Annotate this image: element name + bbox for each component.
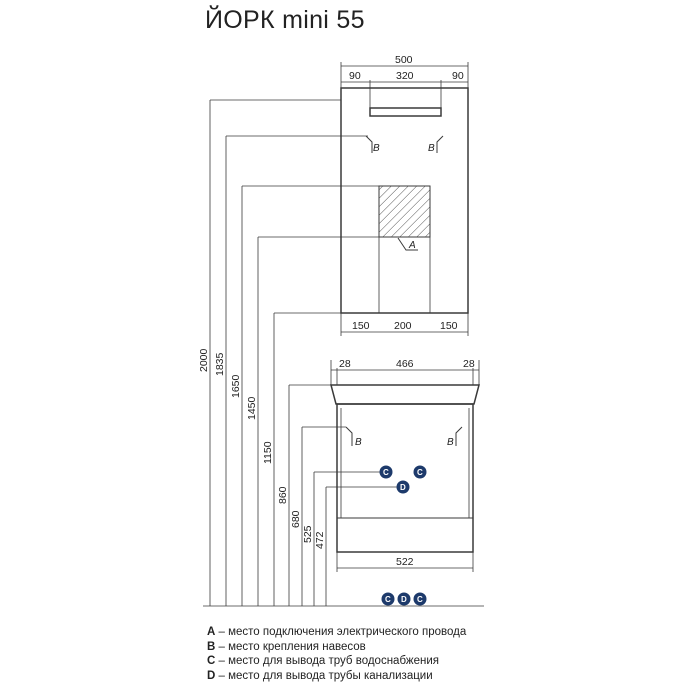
vanity-bottom-dimension (336, 552, 474, 572)
leader-a (397, 237, 418, 251)
legend-key: C (207, 655, 216, 667)
legend-key: D (207, 669, 216, 682)
height-2000: 2000 (198, 348, 210, 372)
width-total: 500 (395, 54, 413, 66)
mirror-width-mid: 200 (394, 320, 412, 332)
legend-text: – место для вывода трубы канализации (215, 669, 433, 682)
legend-key: B (207, 640, 216, 653)
marker-c-right: C (417, 468, 423, 477)
width-left: 90 (349, 70, 361, 82)
hook-b-vanity-right (455, 426, 463, 446)
vanity-width-bottom: 522 (396, 556, 414, 568)
floor-marker-c-left: C (385, 595, 391, 604)
floor-marker-d: D (401, 595, 407, 604)
vanity-top-dimensions (330, 360, 480, 385)
light-fixture (369, 107, 442, 117)
top-dimensions (340, 62, 469, 108)
floor-marker-c-right-circle (413, 592, 427, 606)
legend-item-c: C – место для вывода труб водоснабжения (207, 654, 466, 669)
legend-item-b: B – место крепления навесов (207, 640, 466, 655)
mirror-cabinet (340, 87, 469, 314)
legend: A – место подключения электрического про… (207, 625, 466, 683)
vanity-basin (330, 384, 480, 405)
width-mid: 320 (396, 70, 414, 82)
vanity-width-mid: 466 (396, 358, 414, 370)
marker-b-vanity-right: B (447, 437, 454, 448)
mirror-width-right: 150 (440, 320, 458, 332)
marker-c-left-circle (379, 465, 393, 479)
height-1650: 1650 (230, 374, 242, 398)
page-title: ЙОРК mini 55 (205, 6, 365, 34)
mirror-width-left: 150 (352, 320, 370, 332)
floor-marker-c-left-circle (381, 592, 395, 606)
socket-area (378, 185, 431, 238)
width-right: 90 (452, 70, 464, 82)
mirror-bottom-dimensions (340, 313, 469, 336)
marker-b-vanity-left: B (355, 437, 362, 448)
floor-marker-c-right: C (417, 595, 423, 604)
height-472: 472 (314, 531, 326, 549)
height-1450: 1450 (246, 396, 258, 420)
vanity-body (336, 403, 474, 553)
hook-b-left (365, 135, 373, 153)
vanity-width-right: 28 (463, 358, 475, 370)
height-680: 680 (290, 510, 302, 528)
height-leaders (203, 99, 484, 607)
legend-item-a: A – место подключения электрического про… (207, 625, 466, 640)
marker-c-left: C (383, 468, 389, 477)
vanity-width-left: 28 (339, 358, 351, 370)
marker-b-mirror-right: B (428, 143, 435, 154)
vanity (330, 384, 480, 553)
height-1835: 1835 (214, 352, 226, 376)
height-1150: 1150 (262, 441, 274, 464)
pipe-markers (379, 465, 427, 606)
mirror-outline (340, 87, 469, 314)
height-860: 860 (277, 486, 289, 504)
legend-text: – место подключения электрического прово… (215, 626, 467, 638)
legend-item-d: D – место для вывода трубы канализации (207, 669, 466, 684)
legend-text: – место для вывода труб водоснабжения (215, 655, 440, 667)
marker-c-right-circle (413, 465, 427, 479)
marker-b-mirror-left: B (373, 143, 380, 154)
floor-marker-d-circle (397, 592, 411, 606)
marker-a: A (408, 240, 416, 251)
height-525: 525 (302, 525, 314, 543)
marker-d: D (400, 483, 406, 492)
hook-b-right (436, 135, 444, 153)
marker-d-circle (396, 480, 410, 494)
hook-b-vanity-left (345, 426, 353, 446)
legend-key: A (207, 626, 216, 638)
legend-text: – место крепления навесов (215, 640, 366, 653)
